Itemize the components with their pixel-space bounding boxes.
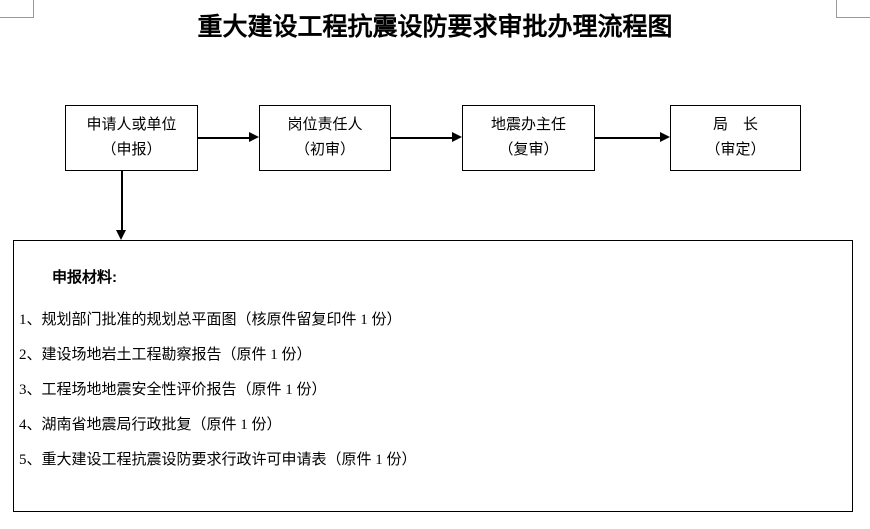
flow-step-officer-line2: （初审） — [294, 142, 355, 158]
flow-step-officer: 岗位责任人 （初审） — [259, 105, 391, 171]
list-item: 1、规划部门批准的规划总平面图（核原件留复印件 1 份） — [19, 312, 402, 328]
list-item: 5、重大建设工程抗震设防要求行政许可申请表（原件 1 份） — [19, 452, 417, 468]
flow-step-applicant-line2: （申报） — [101, 142, 162, 158]
arrow-shaft — [121, 171, 123, 230]
flow-step-director-line1: 地震办主任 — [490, 117, 566, 133]
flow-step-chief-line1: 局 长 — [712, 117, 758, 133]
arrow-right-icon-officer-to-director — [391, 132, 462, 143]
arrow-head — [452, 132, 462, 142]
flow-step-chief: 局 长 （审定） — [670, 105, 801, 171]
materials-heading: 申报材料: — [52, 269, 117, 286]
flow-step-applicant: 申请人或单位 （申报） — [65, 105, 198, 171]
list-item: 2、建设场地岩土工程勘察报告（原件 1 份） — [19, 347, 312, 363]
arrow-shaft — [595, 137, 660, 139]
page-title: 重大建设工程抗震设防要求审批办理流程图 — [197, 13, 673, 41]
flow-step-applicant-line1: 申请人或单位 — [86, 117, 177, 133]
arrow-shaft — [391, 137, 452, 139]
flow-step-officer-line1: 岗位责任人 — [287, 117, 363, 133]
arrow-head — [116, 230, 126, 240]
arrow-down-icon-applicant-to-materials — [116, 171, 127, 240]
flow-step-director-line2: （复审） — [498, 142, 559, 158]
arrow-shaft — [198, 137, 249, 139]
list-item: 3、工程场地地震安全性评价报告（原件 1 份） — [19, 382, 327, 398]
arrow-right-icon-applicant-to-officer — [198, 132, 259, 143]
materials-list: 1、规划部门批准的规划总平面图（核原件留复印件 1 份） 2、建设场地岩土工程勘… — [19, 303, 852, 478]
materials-panel: 申报材料: 1、规划部门批准的规划总平面图（核原件留复印件 1 份） 2、建设场… — [13, 240, 853, 512]
crop-mark-top-left — [0, 0, 34, 18]
list-item: 4、湖南省地震局行政批复（原件 1 份） — [19, 417, 282, 433]
arrow-head — [249, 132, 259, 142]
flow-step-director: 地震办主任 （复审） — [462, 105, 595, 171]
crop-mark-top-right — [836, 0, 870, 18]
arrow-head — [660, 132, 670, 142]
flow-step-chief-line2: （审定） — [705, 142, 766, 158]
arrow-right-icon-director-to-chief — [595, 132, 670, 143]
